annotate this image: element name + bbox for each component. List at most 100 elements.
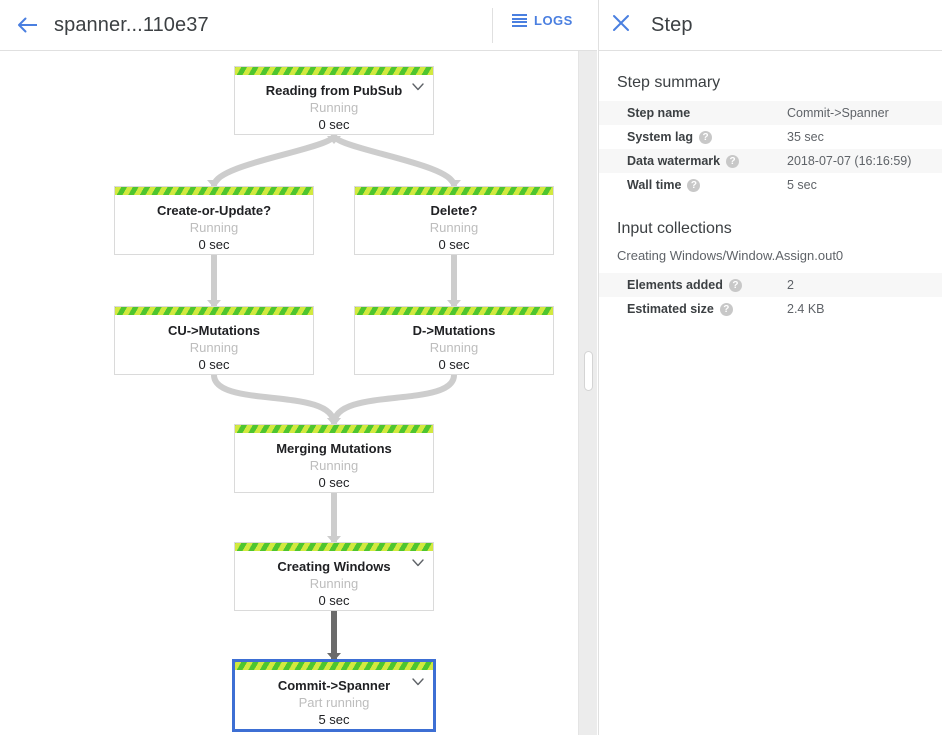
node-progress-stripe bbox=[235, 425, 433, 433]
node-title: Commit->Spanner bbox=[277, 678, 391, 693]
vertical-scrollbar[interactable] bbox=[578, 51, 597, 735]
step-summary-row: System lag?35 sec bbox=[599, 125, 942, 149]
vertical-scrollbar-thumb[interactable] bbox=[584, 351, 593, 391]
step-summary-key: Data watermark? bbox=[627, 154, 787, 168]
step-summary-row: Data watermark?2018-07-07 (16:16:59) bbox=[599, 149, 942, 173]
step-summary-key-label: Data watermark bbox=[627, 154, 721, 168]
graph-node-create-or-update[interactable]: Create-or-Update? Running 0 sec bbox=[114, 186, 314, 255]
node-progress-stripe bbox=[355, 187, 553, 195]
input-collection-name: Creating Windows/Window.Assign.out0 bbox=[617, 248, 844, 263]
graph-edge-arrow bbox=[447, 300, 461, 308]
node-progress-stripe bbox=[235, 67, 433, 75]
step-summary-key-label: Wall time bbox=[627, 178, 682, 192]
step-summary-heading: Step summary bbox=[617, 74, 721, 91]
toolbar-divider bbox=[492, 8, 493, 43]
step-summary-value: 35 sec bbox=[787, 130, 824, 144]
graph-edge-arrow bbox=[447, 180, 461, 188]
back-button[interactable] bbox=[0, 0, 54, 51]
input-collection-value: 2.4 KB bbox=[787, 302, 825, 316]
chevron-down-icon[interactable] bbox=[412, 678, 424, 686]
node-status: Running bbox=[309, 458, 359, 473]
close-button[interactable] bbox=[599, 0, 643, 51]
help-icon[interactable]: ? bbox=[726, 154, 740, 168]
graph-edge-arrow bbox=[207, 300, 221, 308]
node-status: Running bbox=[309, 100, 359, 115]
input-collection-row: Estimated size?2.4 KB bbox=[599, 297, 942, 321]
node-status: Running bbox=[429, 340, 479, 355]
pipeline-edges bbox=[207, 133, 461, 661]
node-status: Running bbox=[189, 340, 239, 355]
node-elapsed-time: 0 sec bbox=[318, 593, 350, 608]
graph-edge-arrow bbox=[327, 418, 341, 426]
input-collection-key-label: Estimated size bbox=[627, 302, 714, 316]
input-collection-row: Elements added?2 bbox=[599, 273, 942, 297]
chevron-down-icon[interactable] bbox=[412, 83, 424, 91]
node-elapsed-time: 0 sec bbox=[198, 357, 230, 372]
node-elapsed-time: 5 sec bbox=[318, 712, 350, 727]
node-title: Merging Mutations bbox=[276, 441, 392, 456]
node-elapsed-time: 0 sec bbox=[438, 237, 470, 252]
page-title: spanner...110e37 bbox=[54, 13, 209, 36]
step-summary-key: Wall time? bbox=[627, 178, 787, 192]
step-summary-row: Wall time?5 sec bbox=[599, 173, 942, 197]
node-status: Running bbox=[309, 576, 359, 591]
input-collection-value: 2 bbox=[787, 278, 794, 292]
node-title: Reading from PubSub bbox=[265, 83, 403, 98]
node-title: Creating Windows bbox=[277, 559, 391, 574]
graph-edge bbox=[331, 374, 457, 425]
step-summary-value: Commit->Spanner bbox=[787, 106, 889, 120]
node-progress-stripe bbox=[115, 187, 313, 195]
help-icon[interactable]: ? bbox=[687, 178, 701, 192]
logs-button[interactable]: LOGS bbox=[512, 13, 573, 28]
job-toolbar: spanner...110e37 LOGS bbox=[0, 0, 597, 51]
input-collections-heading: Input collections bbox=[617, 220, 732, 237]
close-icon bbox=[612, 14, 630, 37]
step-details-panel: Step Step summary Step name Commit->Spann… bbox=[598, 0, 942, 735]
step-summary-value: 2018-07-07 (16:16:59) bbox=[787, 154, 912, 168]
step-summary-key: System lag? bbox=[627, 130, 787, 144]
help-icon[interactable]: ? bbox=[719, 302, 733, 316]
arrow-left-icon bbox=[16, 16, 38, 34]
step-summary-key-label: Step name bbox=[627, 106, 691, 120]
node-progress-stripe bbox=[355, 307, 553, 315]
input-collection-key: Estimated size? bbox=[627, 302, 787, 316]
node-elapsed-time: 0 sec bbox=[438, 357, 470, 372]
node-elapsed-time: 0 sec bbox=[318, 117, 350, 132]
step-panel-title: Step bbox=[651, 13, 693, 36]
graph-edge bbox=[331, 133, 457, 188]
node-title: Delete? bbox=[430, 203, 478, 218]
node-elapsed-time: 0 sec bbox=[198, 237, 230, 252]
chevron-down-icon[interactable] bbox=[412, 559, 424, 567]
node-title: Create-or-Update? bbox=[156, 203, 272, 218]
node-progress-stripe bbox=[235, 662, 433, 670]
node-status: Part running bbox=[298, 695, 370, 710]
step-summary-value: 5 sec bbox=[787, 178, 817, 192]
graph-edge bbox=[211, 374, 337, 425]
graph-edge-arrow bbox=[327, 536, 341, 544]
node-progress-stripe bbox=[115, 307, 313, 315]
node-status: Running bbox=[189, 220, 239, 235]
help-icon[interactable]: ? bbox=[728, 278, 742, 292]
node-body: Create-or-Update? Running 0 sec bbox=[115, 195, 313, 253]
node-progress-stripe bbox=[235, 543, 433, 551]
graph-edge-arrow bbox=[327, 653, 341, 661]
help-icon[interactable]: ? bbox=[699, 130, 713, 144]
logs-list-icon bbox=[512, 14, 527, 27]
